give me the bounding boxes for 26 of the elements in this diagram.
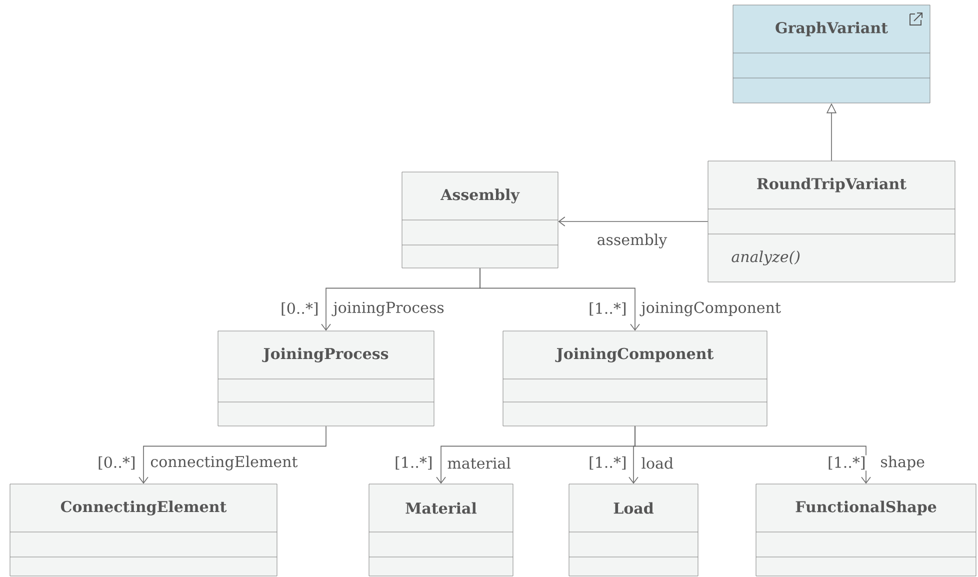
edge-label: shape	[881, 456, 924, 470]
edge-label: joiningProcess	[332, 302, 444, 316]
class-box: JoiningProcess	[218, 330, 434, 426]
class-box: Material	[368, 484, 514, 576]
class-box: Assembly	[402, 172, 558, 268]
class-box: GraphVariant	[732, 4, 930, 104]
multiplicity-label: [0..*]	[98, 456, 135, 470]
class-box: ConnectingElement	[10, 484, 278, 576]
edge-label: joiningComponent	[640, 302, 781, 316]
arrow	[558, 216, 708, 226]
multiplicity-label: [1..*]	[590, 456, 626, 470]
multiplicity-label: [0..*]	[282, 302, 318, 316]
arrow	[634, 426, 871, 484]
arrow	[138, 426, 326, 484]
edge-label: assembly	[598, 234, 668, 248]
class-box: RoundTripVariant analyze()	[708, 160, 956, 282]
class-box: FunctionalShape	[756, 484, 976, 576]
arrow	[480, 268, 640, 331]
edge-label: material	[448, 457, 511, 469]
multiplicity-label: [1..*]	[396, 456, 432, 470]
edge-label: load	[642, 457, 674, 469]
edge-label: connectingElement	[150, 456, 298, 470]
multiplicity-label: [1..*]	[828, 456, 864, 470]
class-box: Load	[568, 484, 698, 576]
multiplicity-label: [1..*]	[590, 302, 626, 316]
class-box: JoiningComponent	[502, 330, 768, 426]
